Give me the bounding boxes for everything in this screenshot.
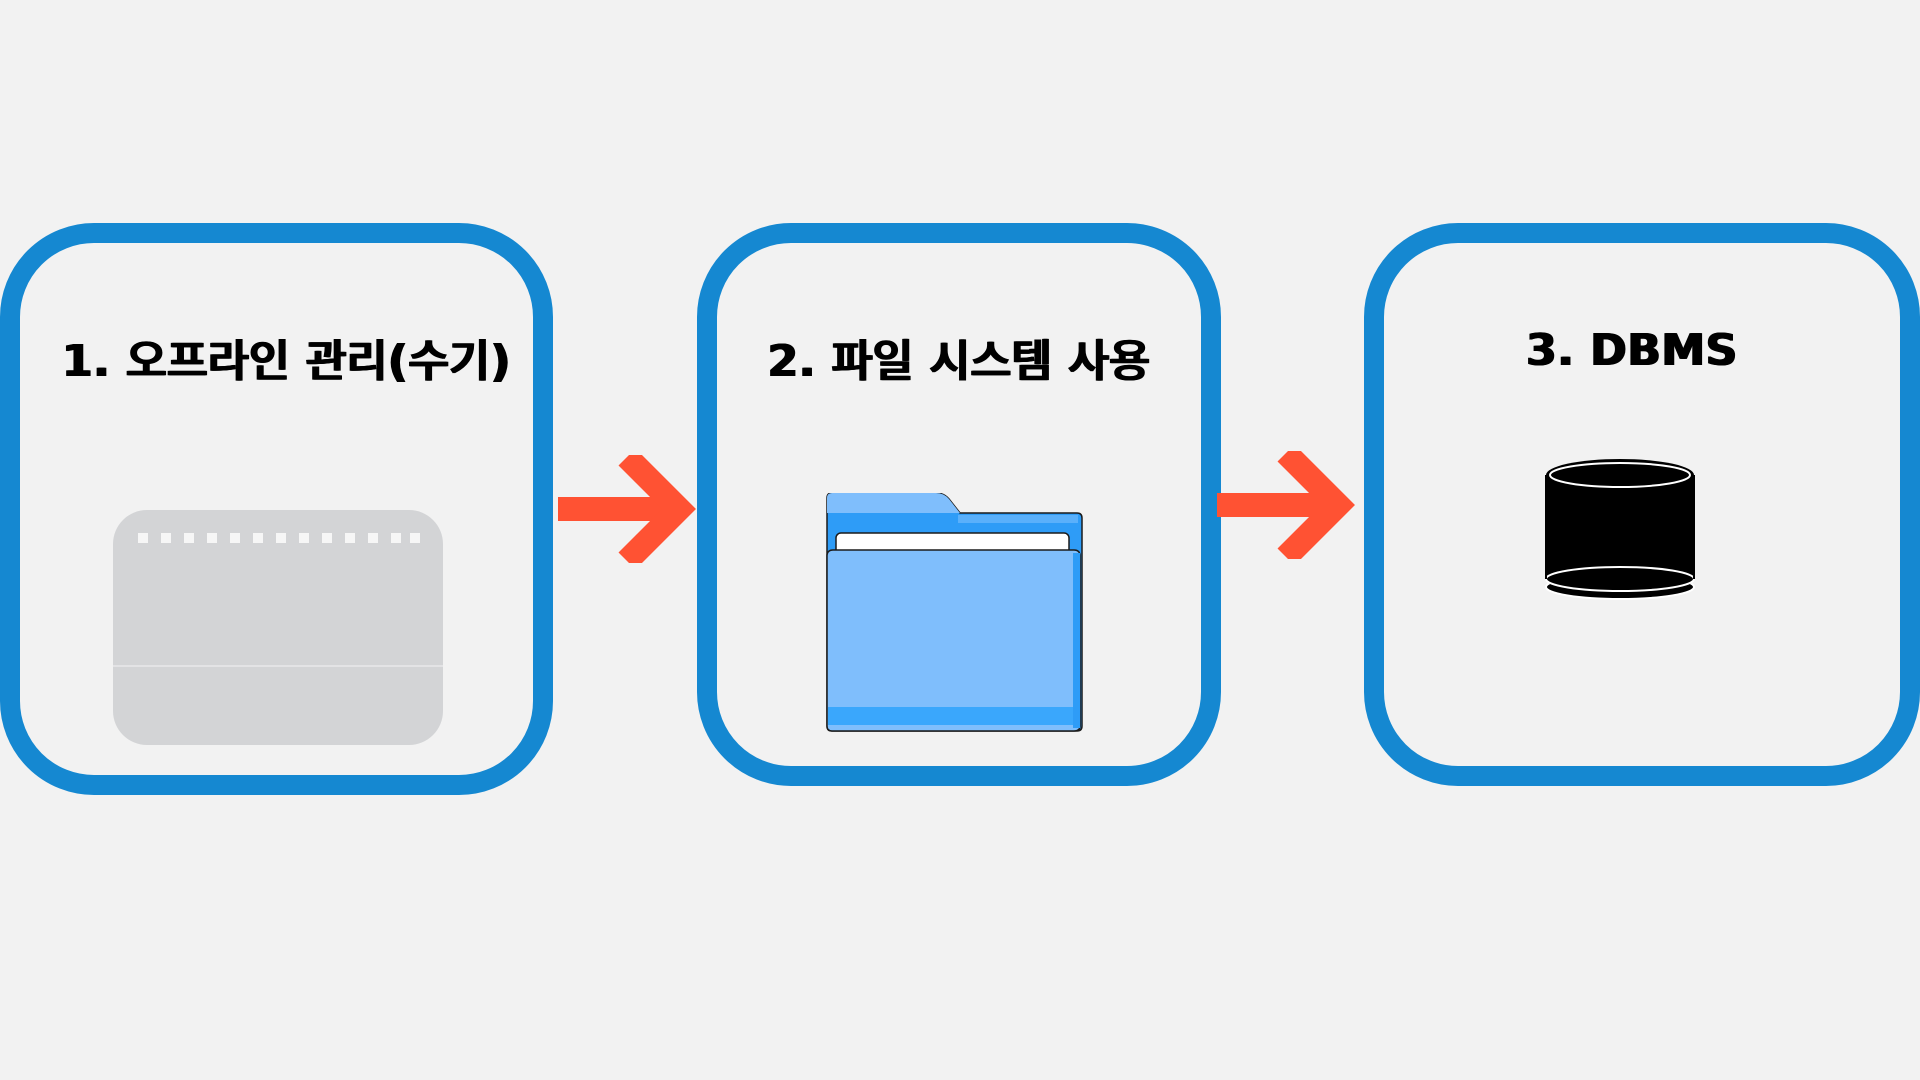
- step-card-dbms: 3. DBMS: [1364, 223, 1920, 786]
- step-title-dbms: 3. DBMS: [1526, 325, 1738, 376]
- step-card-offline: 1. 오프라인 관리(수기): [0, 223, 553, 795]
- database-icon: [1545, 459, 1695, 600]
- step-title-offline: 1. 오프라인 관리(수기): [61, 336, 512, 387]
- arrow-right-icon: [1217, 451, 1355, 559]
- arrow-right-icon: [558, 455, 696, 563]
- notepad-icon: [113, 510, 443, 745]
- step-title-file-system: 2. 파일 시스템 사용: [767, 336, 1151, 387]
- folder-icon: [826, 493, 1083, 732]
- step-card-file-system: 2. 파일 시스템 사용: [697, 223, 1221, 786]
